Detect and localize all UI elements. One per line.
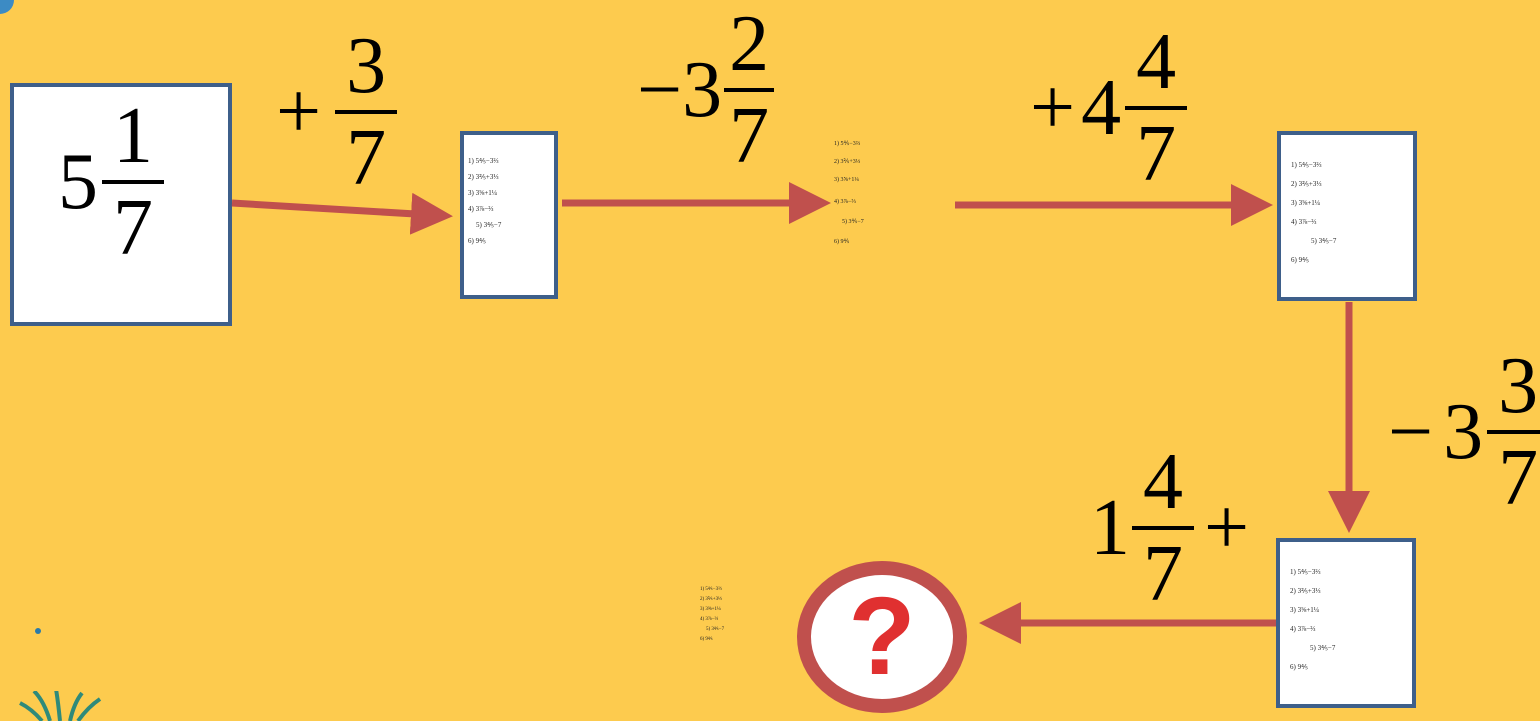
mini-task: 1) 5⅘−3⅔ <box>1291 161 1322 169</box>
answer-box-4[interactable]: 1) 5⅘−3⅔ 2) 3⅖+3⅓ 3) 3⅝+1¼ 4) 3⅞−⅔ 5) 3⅘… <box>1276 538 1416 708</box>
step4-whole: 3 <box>1443 388 1484 476</box>
mini-task: 2) 3⅖+3⅓ <box>1290 587 1321 595</box>
mini-task: 1) 5⅘−3⅔ <box>468 157 499 165</box>
mini-task: 6) 9⅘ <box>468 237 486 245</box>
mini-task-list: 1) 5⅘−3⅔ 2) 3⅖+3⅓ 3) 3⅝+1¼ 4) 3⅞−⅔ 5) 3⅘… <box>1281 135 1413 265</box>
mini-task: 4) 3⅞−⅔ <box>468 205 494 213</box>
mini-task: 3) 3⅝+1¼ <box>468 189 498 197</box>
step3-denominator: 7 <box>1136 110 1177 198</box>
step2-operator: − <box>637 46 683 134</box>
mini-task: 2) 3⅖+3⅓ <box>1291 180 1322 188</box>
step5-label: 1 4 7 + <box>1090 442 1249 614</box>
mini-task: 3) 3⅝+1¼ <box>1290 606 1320 614</box>
mini-task: 4) 3⅞−⅔ <box>1291 218 1317 226</box>
mini-task: 5) 3⅘−7 <box>476 221 502 229</box>
answer-box-3[interactable]: 1) 5⅘−3⅔ 2) 3⅖+3⅓ 3) 3⅝+1¼ 4) 3⅞−⅔ 5) 3⅘… <box>1277 131 1417 301</box>
step3-label: + 4 4 7 <box>1030 18 1188 198</box>
start-whole: 5 <box>58 138 98 226</box>
mini-task: 5) 3⅘−7 <box>706 627 725 632</box>
mini-task: 2) 3⅖+3⅓ <box>834 159 861 165</box>
mini-task: 4) 3⅞−⅔ <box>834 199 856 205</box>
start-denominator: 7 <box>113 184 153 272</box>
step3-numerator: 4 <box>1136 18 1177 106</box>
floating-task-list-1: 1) 5⅘−3⅔ 2) 3⅖+3⅓ 3) 3⅝+1¼ 4) 3⅞−⅔ 5) 3⅘… <box>834 140 864 246</box>
step5-numerator: 4 <box>1143 438 1183 526</box>
mini-task: 5) 3⅘−7 <box>1311 237 1337 245</box>
step1-label: + 3 7 <box>276 22 398 202</box>
mini-task: 6) 9⅘ <box>1290 663 1308 671</box>
dot-decoration-icon <box>35 628 41 634</box>
question-mark: ? <box>848 575 916 698</box>
step3-whole: 4 <box>1081 64 1122 152</box>
mini-task: 3) 3⅝+1¼ <box>834 177 859 183</box>
step1-operator: + <box>276 68 322 156</box>
step1-numerator: 3 <box>346 22 387 110</box>
step4-label: − 3 3 7 <box>1388 346 1540 518</box>
mini-task: 6) 9⅘ <box>700 637 713 642</box>
step4-numerator: 3 <box>1498 342 1539 430</box>
mini-task: 5) 3⅘−7 <box>842 219 864 225</box>
mini-task: 1) 5⅘−3⅔ <box>834 141 861 147</box>
fraction-bar <box>102 180 164 184</box>
mini-task-list: 1) 5⅘−3⅔ 2) 3⅖+3⅓ 3) 3⅝+1¼ 4) 3⅞−⅔ 5) 3⅘… <box>1280 542 1412 672</box>
start-numerator: 1 <box>113 92 153 180</box>
step5-whole: 1 <box>1090 484 1130 572</box>
mini-task: 2) 3⅖+3⅓ <box>468 173 499 181</box>
mini-task: 5) 3⅘−7 <box>1310 644 1336 652</box>
start-fraction: 5 1 7 <box>58 96 164 268</box>
fraction-bar <box>1132 526 1194 530</box>
step2-denominator: 7 <box>729 92 770 180</box>
mini-task: 4) 3⅞−⅔ <box>700 617 719 622</box>
step2-whole: 3 <box>682 46 723 134</box>
step1-denominator: 7 <box>346 114 387 202</box>
fraction-bar <box>335 110 398 114</box>
step5-denominator: 7 <box>1143 530 1183 618</box>
step2-label: − 3 2 7 <box>637 0 775 180</box>
mini-task: 4) 3⅞−⅔ <box>1290 625 1316 633</box>
mini-task: 1) 5⅘−3⅔ <box>700 587 722 592</box>
step4-operator: − <box>1388 388 1434 476</box>
mini-task: 1) 5⅘−3⅔ <box>1290 568 1321 576</box>
mini-task: 3) 3⅝+1¼ <box>1291 199 1321 207</box>
step2-numerator: 2 <box>729 0 770 88</box>
fraction-bar <box>1487 430 1540 434</box>
fraction-bar <box>1125 106 1188 110</box>
mini-task: 2) 3⅖+3⅓ <box>700 597 722 602</box>
step3-operator: + <box>1030 64 1076 152</box>
question-circle[interactable]: ? <box>797 561 967 713</box>
start-box <box>10 83 232 326</box>
mini-task: 6) 9⅘ <box>834 239 850 245</box>
fraction-bar <box>724 88 775 92</box>
floating-task-list-2: 1) 5⅘−3⅔ 2) 3⅖+3⅓ 3) 3⅝+1¼ 4) 3⅞−⅔ 5) 3⅘… <box>700 586 724 643</box>
plant-decoration-icon <box>19 691 102 721</box>
step5-operator: + <box>1204 484 1250 572</box>
arrow-1 <box>231 192 453 235</box>
mini-task-list: 1) 5⅘−3⅔ 2) 3⅖+3⅓ 3) 3⅝+1¼ 4) 3⅞−⅔ 5) 3⅘… <box>464 135 554 246</box>
mini-task: 6) 9⅘ <box>1291 256 1309 264</box>
step4-denominator: 7 <box>1498 434 1539 522</box>
answer-box-1[interactable]: 1) 5⅘−3⅔ 2) 3⅖+3⅓ 3) 3⅝+1¼ 4) 3⅞−⅔ 5) 3⅘… <box>460 131 558 299</box>
mini-task: 3) 3⅝+1¼ <box>700 607 721 612</box>
